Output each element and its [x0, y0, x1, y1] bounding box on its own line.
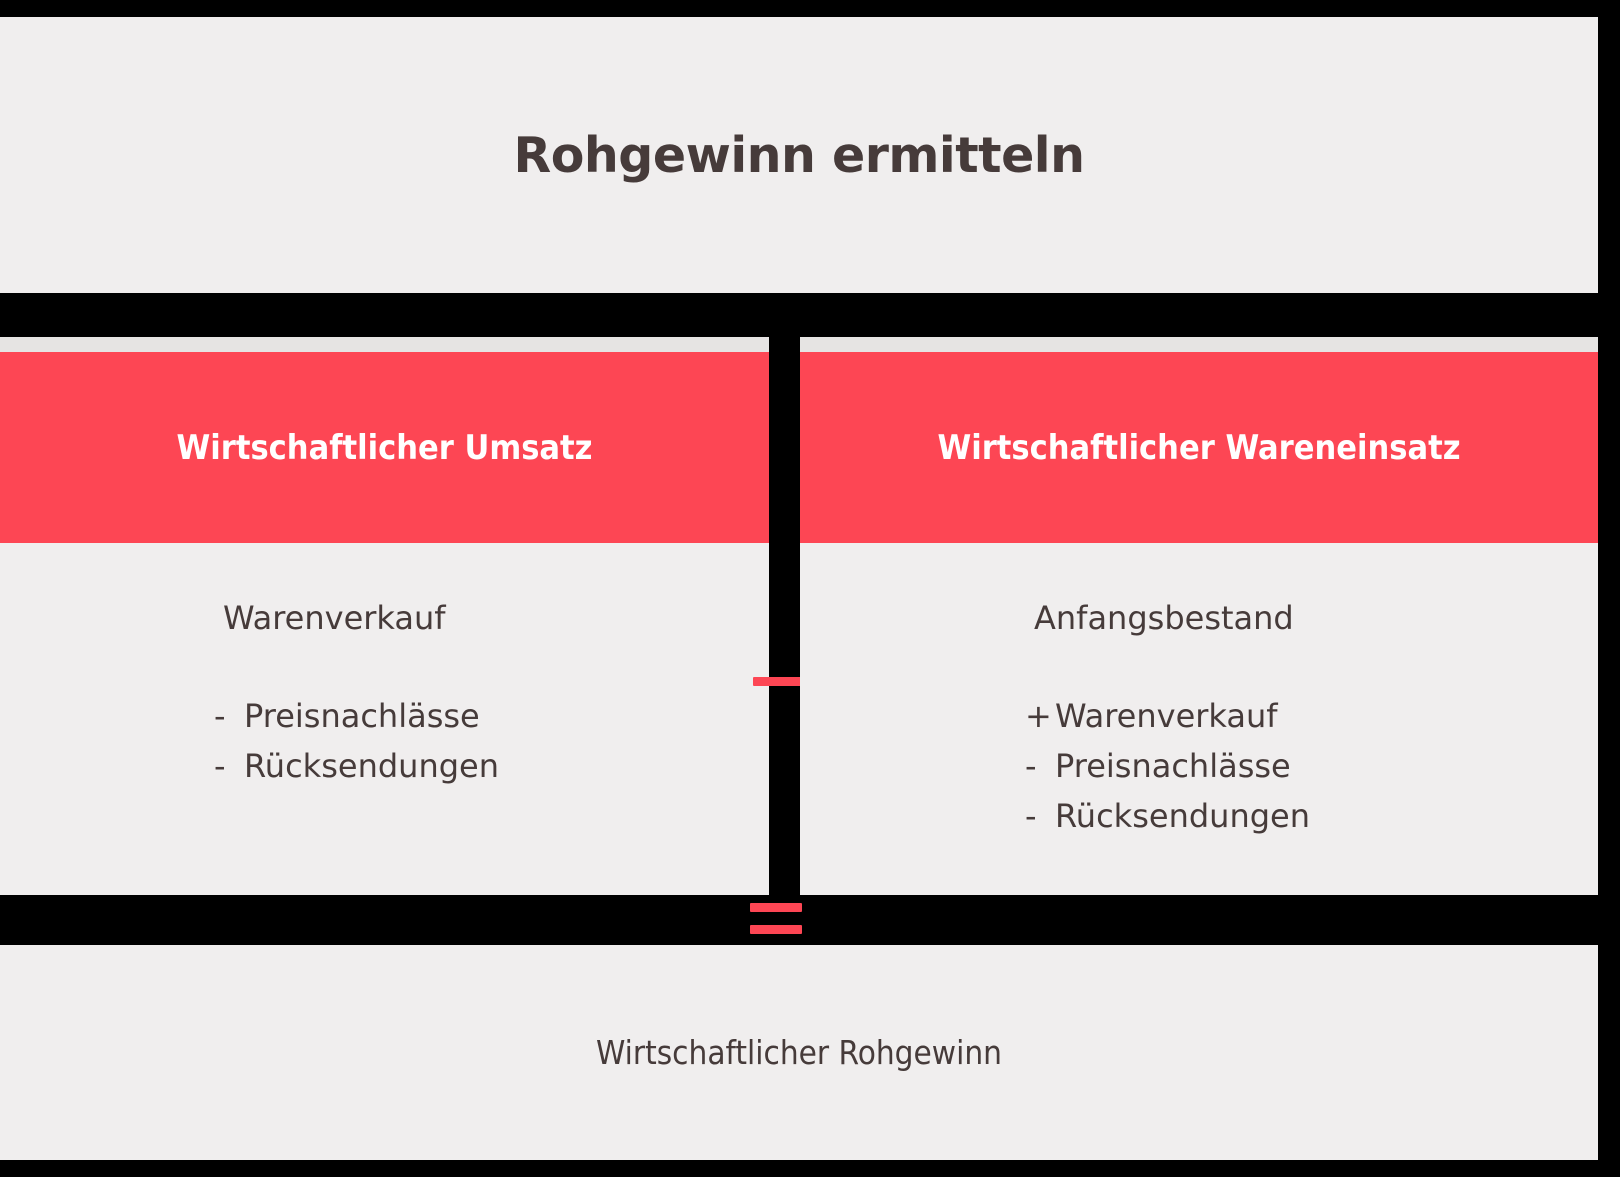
minus-operator-icon — [753, 677, 805, 686]
card-top-strip — [0, 337, 769, 352]
column-header-label: Wirtschaftlicher Wareneinsatz — [937, 427, 1461, 468]
list-item-label: Warenverkauf — [1055, 697, 1278, 735]
page-title: Rohgewinn ermitteln — [513, 126, 1086, 184]
result-panel: Wirtschaftlicher Rohgewinn — [0, 945, 1598, 1160]
column-lead-item: Warenverkauf — [223, 599, 446, 637]
column-item-list: + Warenverkauf - Preisnachlässe - Rückse… — [1025, 691, 1310, 841]
list-item: - Rücksendungen — [214, 741, 499, 791]
operator-sign: - — [1025, 747, 1037, 785]
operator-sign: - — [214, 697, 226, 735]
list-item-label: Preisnachlässe — [1055, 747, 1291, 785]
list-item-label: Rücksendungen — [244, 747, 499, 785]
card-top-strip — [800, 337, 1598, 352]
operator-sign: - — [214, 747, 226, 785]
column-header-umsatz: Wirtschaftlicher Umsatz — [0, 352, 769, 543]
column-body-umsatz: Warenverkauf - Preisnachlässe - Rücksend… — [0, 543, 769, 895]
operator-sign: + — [1025, 697, 1052, 735]
column-item-list: - Preisnachlässe - Rücksendungen — [214, 691, 499, 791]
equals-bar-bottom — [750, 925, 802, 934]
operator-sign: - — [1025, 797, 1037, 835]
list-item: - Preisnachlässe — [214, 691, 499, 741]
list-item: - Rücksendungen — [1025, 791, 1310, 841]
title-panel: Rohgewinn ermitteln — [0, 17, 1598, 293]
equals-bar-top — [750, 903, 802, 912]
equals-operator-icon — [750, 903, 802, 934]
column-header-wareneinsatz: Wirtschaftlicher Wareneinsatz — [800, 352, 1598, 543]
column-card-wareneinsatz: Wirtschaftlicher Wareneinsatz Anfangsbes… — [800, 337, 1598, 895]
column-content: Anfangsbestand + Warenverkauf - Preisnac… — [1025, 599, 1310, 841]
list-item-label: Rücksendungen — [1055, 797, 1310, 835]
column-lead-item: Anfangsbestand — [1034, 599, 1294, 637]
result-label: Wirtschaftlicher Rohgewinn — [596, 1033, 1002, 1072]
list-item: + Warenverkauf — [1025, 691, 1310, 741]
column-body-wareneinsatz: Anfangsbestand + Warenverkauf - Preisnac… — [800, 543, 1598, 895]
column-header-label: Wirtschaftlicher Umsatz — [176, 427, 593, 468]
column-content: Warenverkauf - Preisnachlässe - Rücksend… — [214, 599, 499, 791]
column-card-umsatz: Wirtschaftlicher Umsatz Warenverkauf - P… — [0, 337, 769, 895]
list-item-label: Preisnachlässe — [244, 697, 480, 735]
list-item: - Preisnachlässe — [1025, 741, 1310, 791]
